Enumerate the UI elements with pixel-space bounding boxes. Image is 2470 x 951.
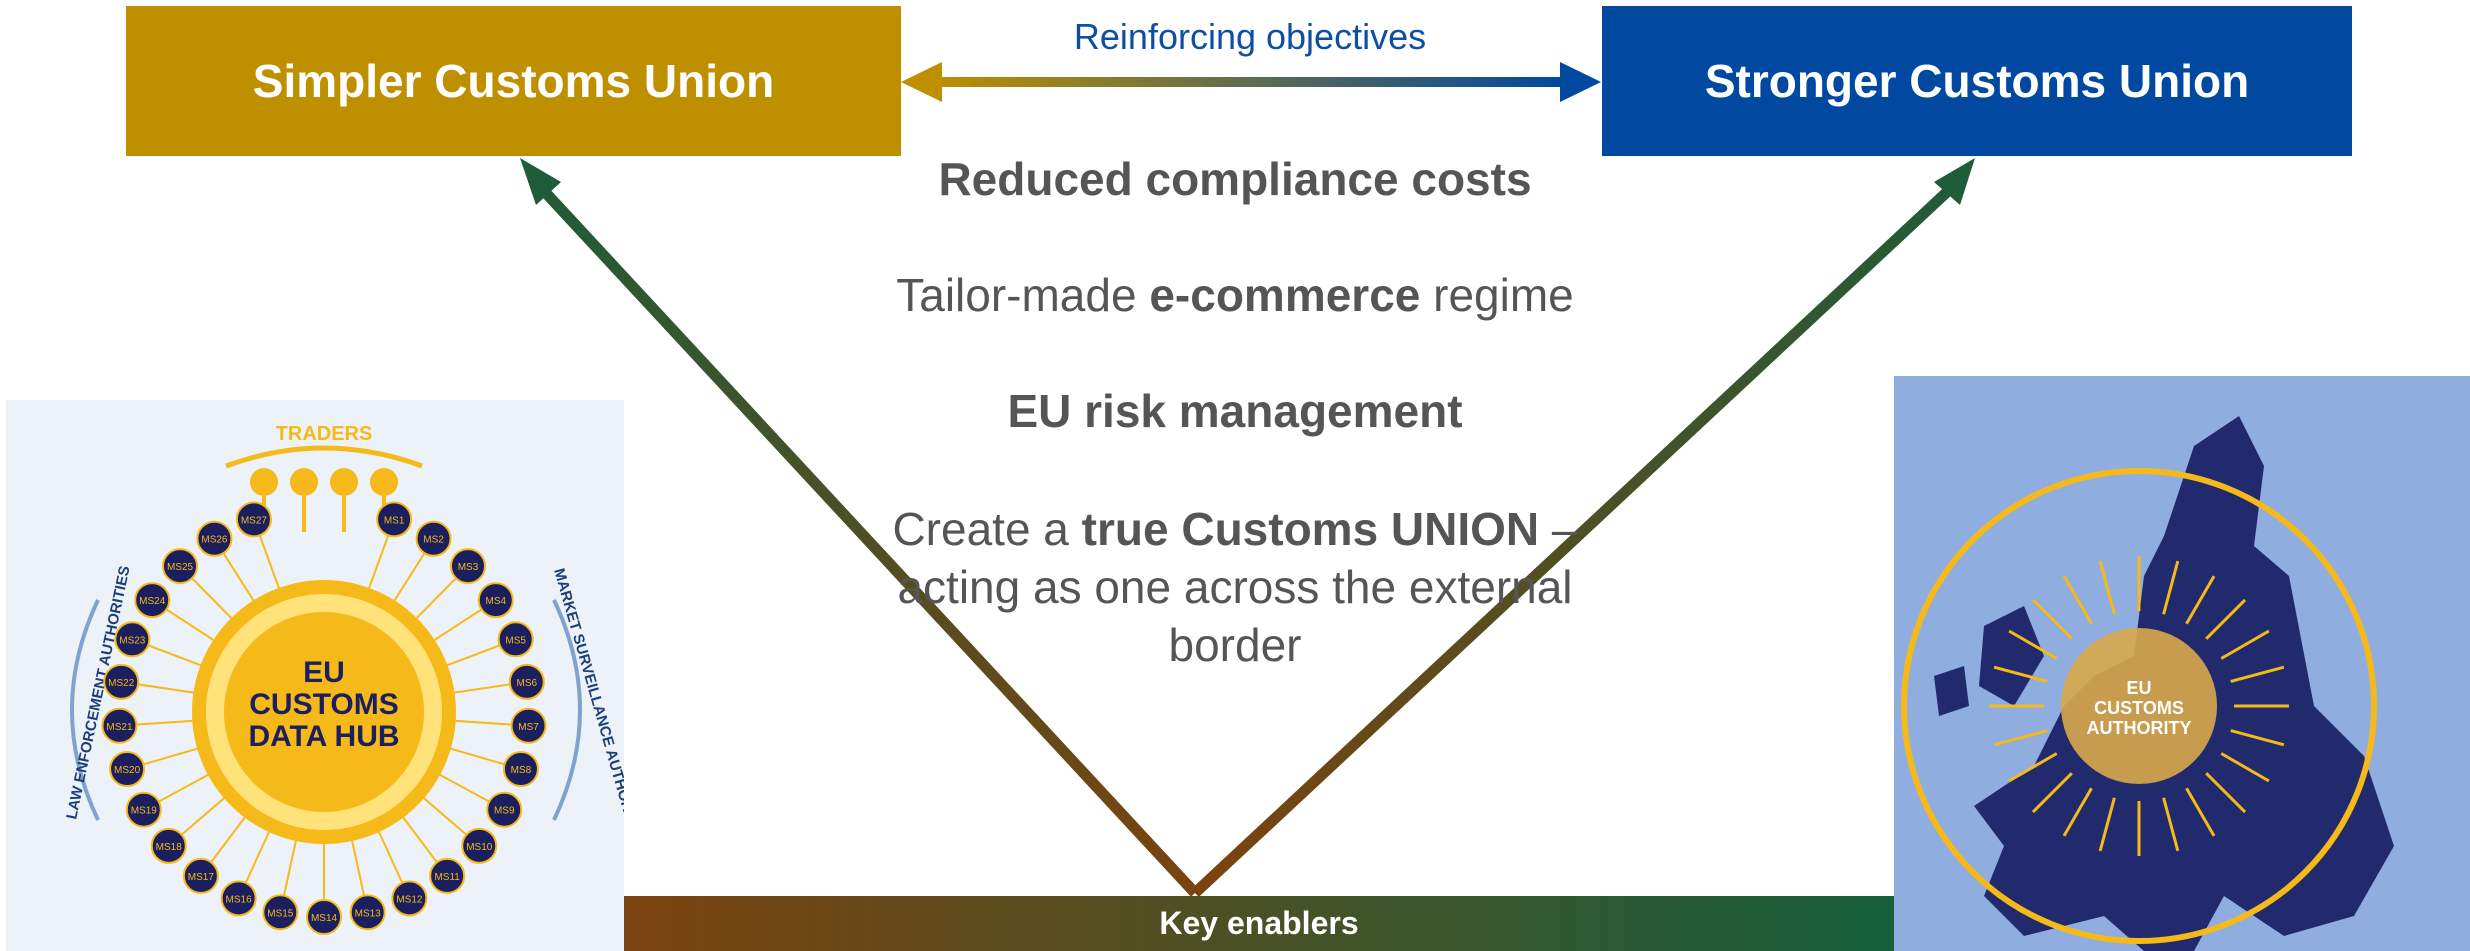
- member-state-label: MS5: [505, 635, 526, 646]
- member-state-label: MS24: [139, 596, 166, 607]
- member-state-label: MS15: [267, 908, 294, 919]
- member-state-node: [150, 827, 187, 864]
- member-state-label: MS6: [516, 678, 537, 689]
- customs-authority-map: EU CUSTOMS AUTHORITY: [1894, 376, 2470, 951]
- member-state-node: [349, 894, 386, 931]
- member-state-label: MS14: [311, 913, 338, 924]
- trader-icon: [250, 468, 278, 496]
- ecommerce-prefix: Tailor-made: [896, 269, 1150, 321]
- key-enablers-label: Key enablers: [1159, 905, 1359, 941]
- authority-line-2: CUSTOMS: [2094, 698, 2184, 718]
- reinforcing-arrow: [901, 62, 1601, 102]
- member-state-node: [235, 501, 272, 538]
- member-state-label: MS4: [485, 596, 506, 607]
- europe-map-graphic: EU CUSTOMS AUTHORITY: [1901, 416, 2394, 951]
- data-hub-graphic: TRADERS LAW ENFORCEMENT AUTHORITIES MARK…: [63, 423, 624, 935]
- eu-risk-management: EU risk management: [1007, 385, 1463, 437]
- authority-core: [2061, 628, 2217, 784]
- member-state-label: MS16: [226, 894, 253, 905]
- member-state-label: MS7: [518, 722, 539, 733]
- member-state-label: MS20: [114, 765, 141, 776]
- authority-line-1: EU: [2126, 678, 2151, 698]
- member-state-label: MS8: [511, 765, 532, 776]
- trader-icon: [330, 468, 358, 496]
- member-state-label: MS17: [188, 872, 215, 883]
- member-state-node: [114, 621, 151, 658]
- ecommerce-bold: e-commerce: [1149, 269, 1421, 321]
- british-isles: [1979, 606, 2044, 706]
- member-state-label: MS22: [108, 678, 135, 689]
- simpler-customs-union-label: Simpler Customs Union: [252, 55, 775, 107]
- authority-line-3: AUTHORITY: [2087, 718, 2192, 738]
- member-state-node: [196, 520, 233, 557]
- member-state-node: [103, 663, 140, 700]
- ireland: [1934, 666, 1969, 716]
- member-state-node: [486, 791, 523, 828]
- trader-icon: [290, 468, 318, 496]
- member-state-label: MS9: [494, 806, 515, 817]
- trader-icon: [370, 468, 398, 496]
- member-state-node: [415, 520, 452, 557]
- data-hub-line-3: DATA HUB: [248, 720, 399, 753]
- member-state-node: [220, 880, 257, 917]
- member-state-node: [262, 894, 299, 931]
- member-state-label: MS1: [384, 515, 405, 526]
- data-hub-line-2: CUSTOMS: [249, 688, 398, 721]
- union-suffix: – acting as one across the external bord…: [897, 503, 1578, 671]
- member-state-label: MS11: [434, 872, 460, 883]
- member-state-node: [182, 857, 219, 894]
- member-state-node: [449, 548, 486, 585]
- member-state-label: MS23: [119, 635, 146, 646]
- true-customs-union: Create a true Customs UNION – acting as …: [860, 500, 1610, 674]
- member-state-label: MS2: [423, 535, 444, 546]
- member-state-label: MS27: [241, 515, 268, 526]
- member-state-label: MS21: [106, 722, 133, 733]
- stronger-customs-union-box: Stronger Customs Union: [1602, 6, 2352, 156]
- stronger-customs-union-label: Stronger Customs Union: [1704, 55, 2250, 107]
- member-state-label: MS3: [458, 562, 479, 573]
- member-state-node: [477, 582, 514, 619]
- traders-label: TRADERS: [276, 423, 373, 445]
- key-enablers-bar: Key enablers: [624, 896, 1894, 951]
- member-state-node: [134, 582, 171, 619]
- simpler-customs-union-box: Simpler Customs Union: [126, 6, 901, 156]
- member-state-label: MS12: [396, 894, 423, 905]
- member-state-node: [306, 899, 342, 935]
- member-state-label: MS19: [131, 806, 158, 817]
- ecommerce-suffix: regime: [1420, 269, 1574, 321]
- union-bold: true Customs UNION: [1081, 503, 1540, 555]
- reduced-compliance-costs: Reduced compliance costs: [938, 153, 1532, 205]
- member-state-node: [109, 751, 146, 788]
- member-state-node: [376, 501, 413, 538]
- trader-icons: [250, 468, 398, 532]
- data-hub-line-1: EU: [303, 656, 345, 689]
- member-state-node: [391, 880, 428, 917]
- member-state-label: MS10: [466, 842, 493, 853]
- member-state-label: MS13: [355, 908, 382, 919]
- member-state-label: MS18: [156, 842, 183, 853]
- member-state-node: [461, 827, 498, 864]
- member-state-label: MS26: [201, 535, 228, 546]
- member-state-nodes: MS1MS2MS3MS4MS5MS6MS7MS8MS9MS10MS11MS12M…: [101, 501, 547, 935]
- member-state-label: MS25: [167, 562, 194, 573]
- reinforcing-objectives-label: Reinforcing objectives: [1073, 16, 1427, 57]
- ecommerce-regime: Tailor-made e-commerce regime: [860, 268, 1610, 322]
- inward-arrows: [1989, 556, 2289, 856]
- member-state-node: [429, 857, 466, 894]
- member-state-node: [101, 707, 138, 744]
- data-hub-illustration: TRADERS LAW ENFORCEMENT AUTHORITIES MARK…: [6, 400, 624, 951]
- member-state-node: [125, 791, 162, 828]
- member-state-node: [162, 548, 199, 585]
- union-prefix: Create a: [892, 503, 1082, 555]
